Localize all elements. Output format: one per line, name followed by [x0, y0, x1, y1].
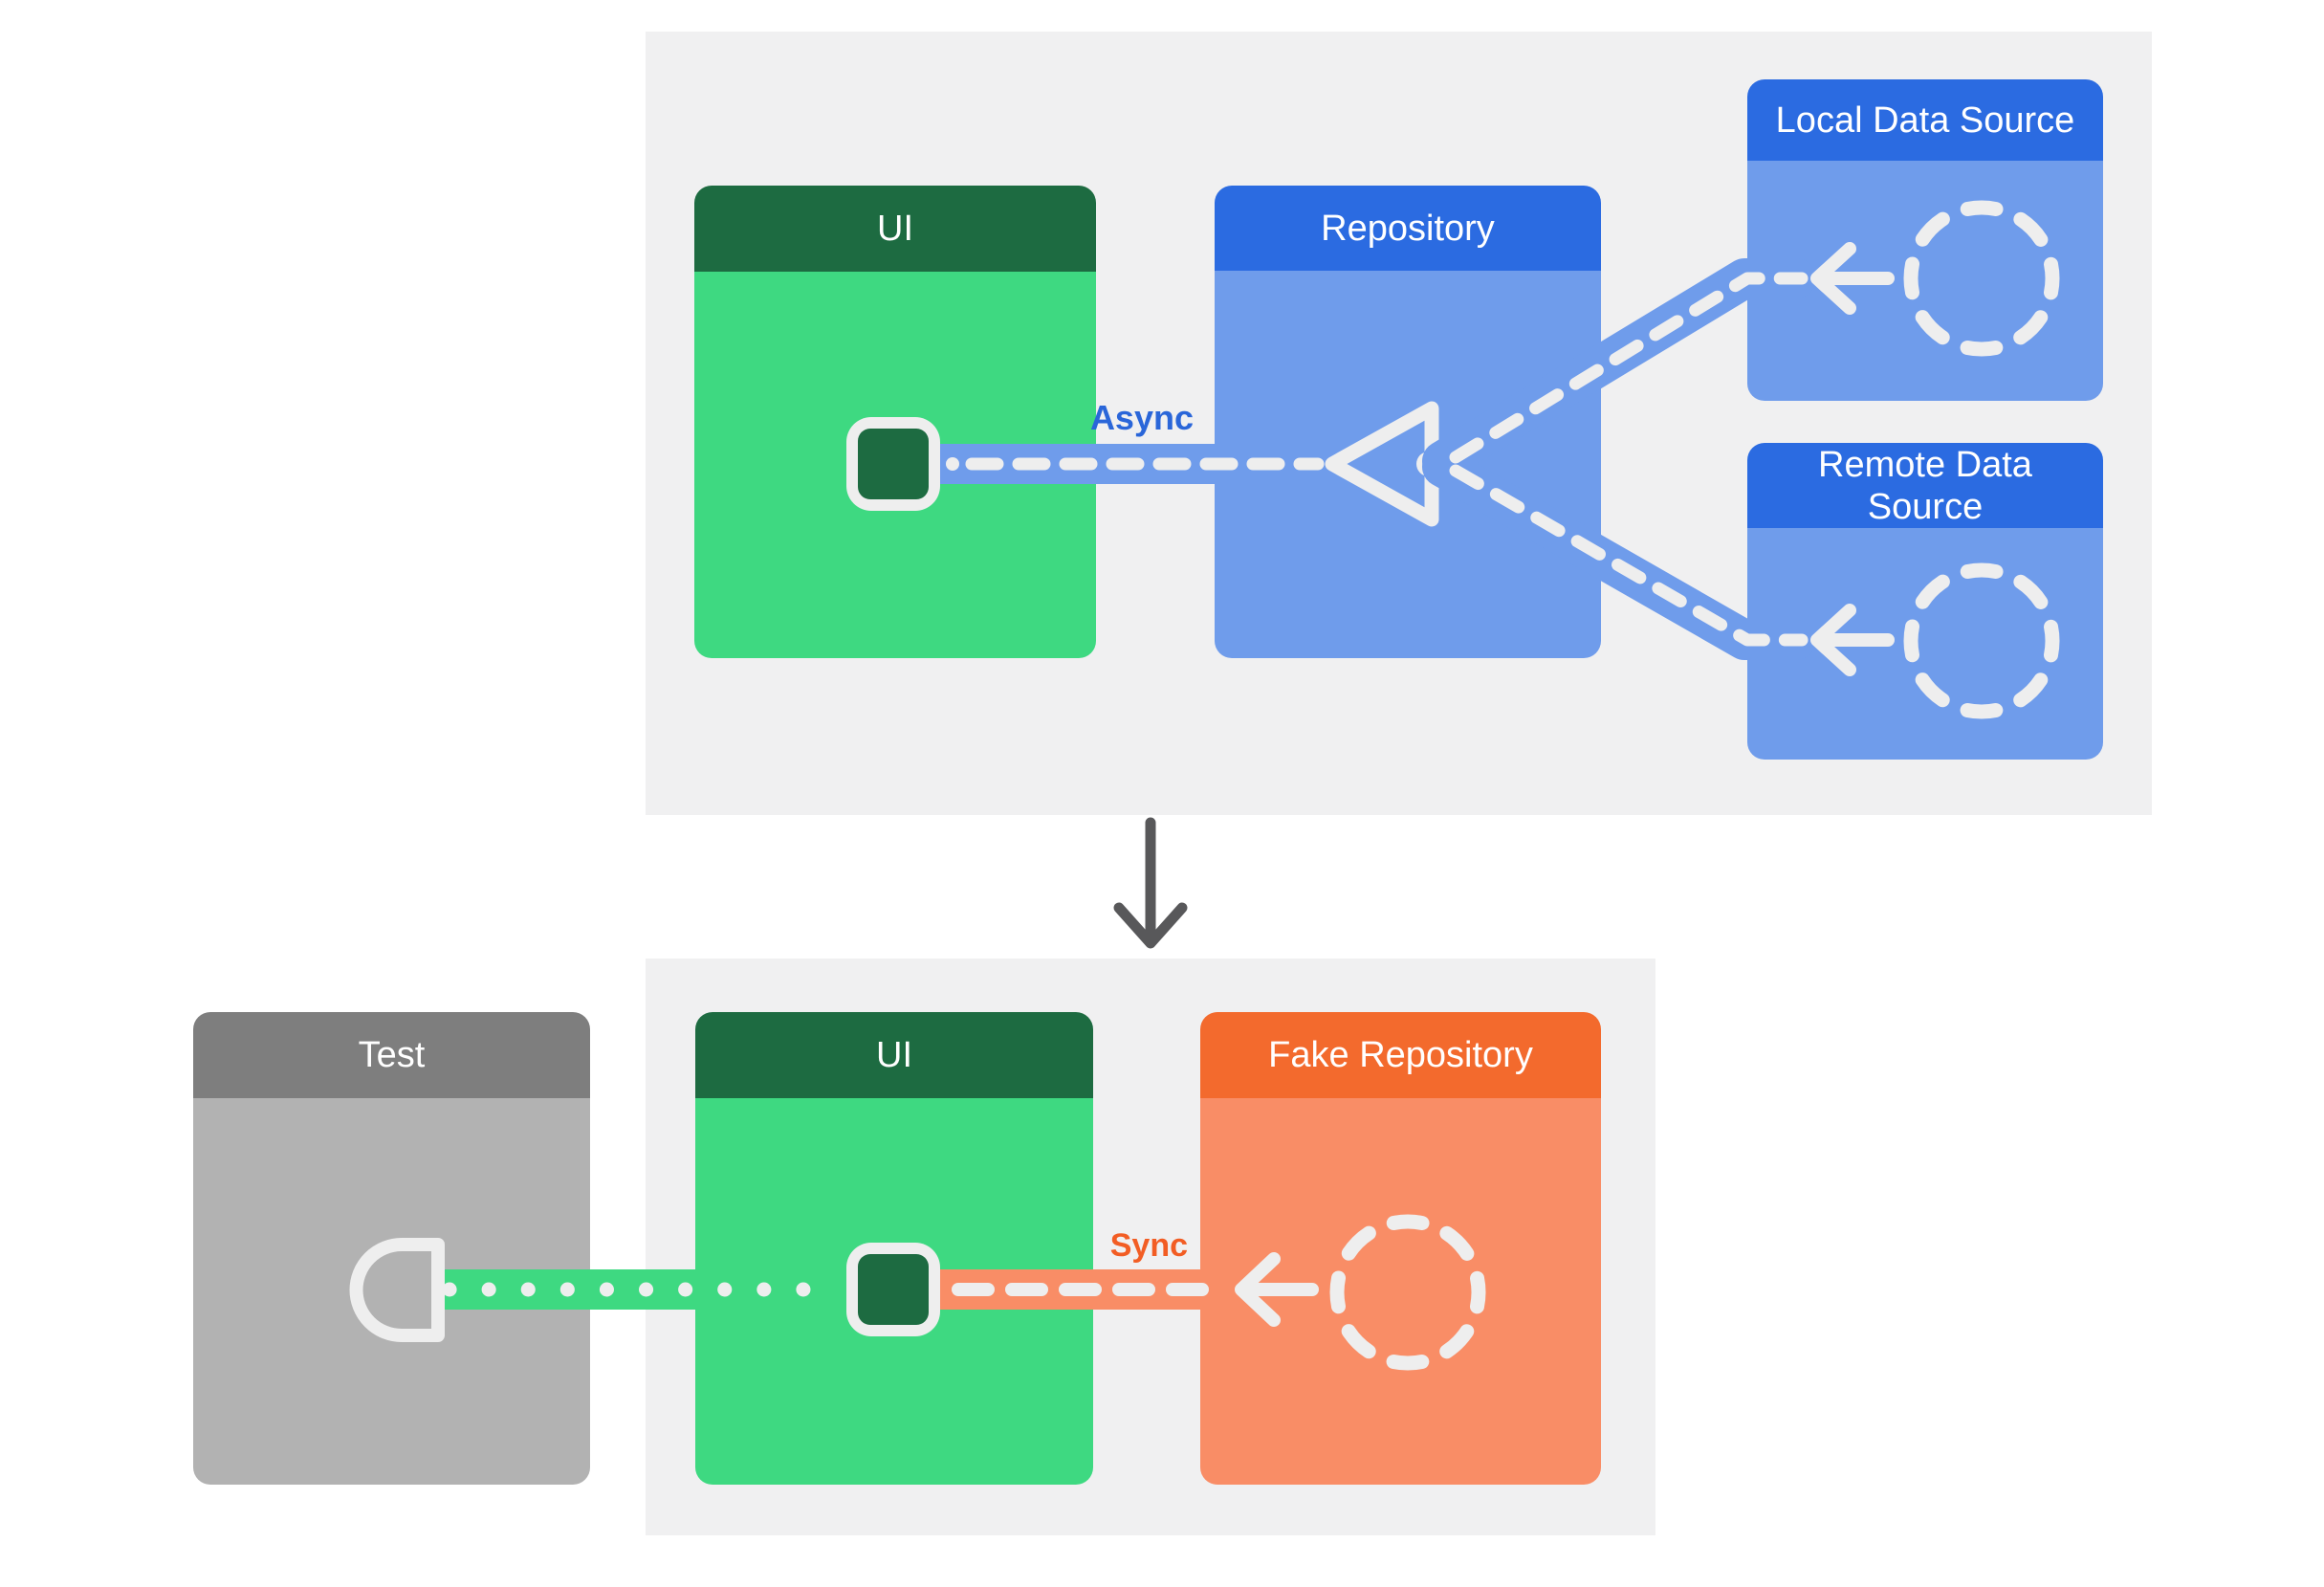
test-box-body — [193, 1098, 590, 1485]
sync-label: Sync — [1109, 1227, 1188, 1264]
ui-test-plug-inner — [858, 1254, 929, 1325]
async-label: Async — [1089, 398, 1194, 437]
remote-data-source-title: Remote Data Source — [1747, 443, 2103, 528]
ui-box-test-title: UI — [695, 1012, 1093, 1098]
local-data-source-box: Local Data Source — [1747, 79, 2103, 401]
ui-plug-icon — [846, 417, 940, 511]
repository-box-title: Repository — [1215, 186, 1601, 271]
down-arrow-icon — [1113, 817, 1188, 949]
fake-repository-body — [1200, 1098, 1601, 1485]
fake-repository-box: Fake Repository — [1200, 1012, 1601, 1485]
fake-repository-title: Fake Repository — [1200, 1012, 1601, 1098]
test-box-title: Test — [193, 1012, 590, 1098]
ui-plug-inner — [858, 429, 929, 499]
local-data-source-body — [1747, 161, 2103, 401]
remote-data-source-box: Remote Data Source — [1747, 443, 2103, 760]
repository-box: Repository — [1215, 186, 1601, 658]
ui-test-plug-icon — [846, 1243, 940, 1336]
remote-data-source-body — [1747, 528, 2103, 760]
ui-box-title: UI — [694, 186, 1096, 272]
repository-box-body — [1215, 271, 1601, 658]
test-box: Test — [193, 1012, 590, 1485]
local-data-source-title: Local Data Source — [1747, 79, 2103, 161]
